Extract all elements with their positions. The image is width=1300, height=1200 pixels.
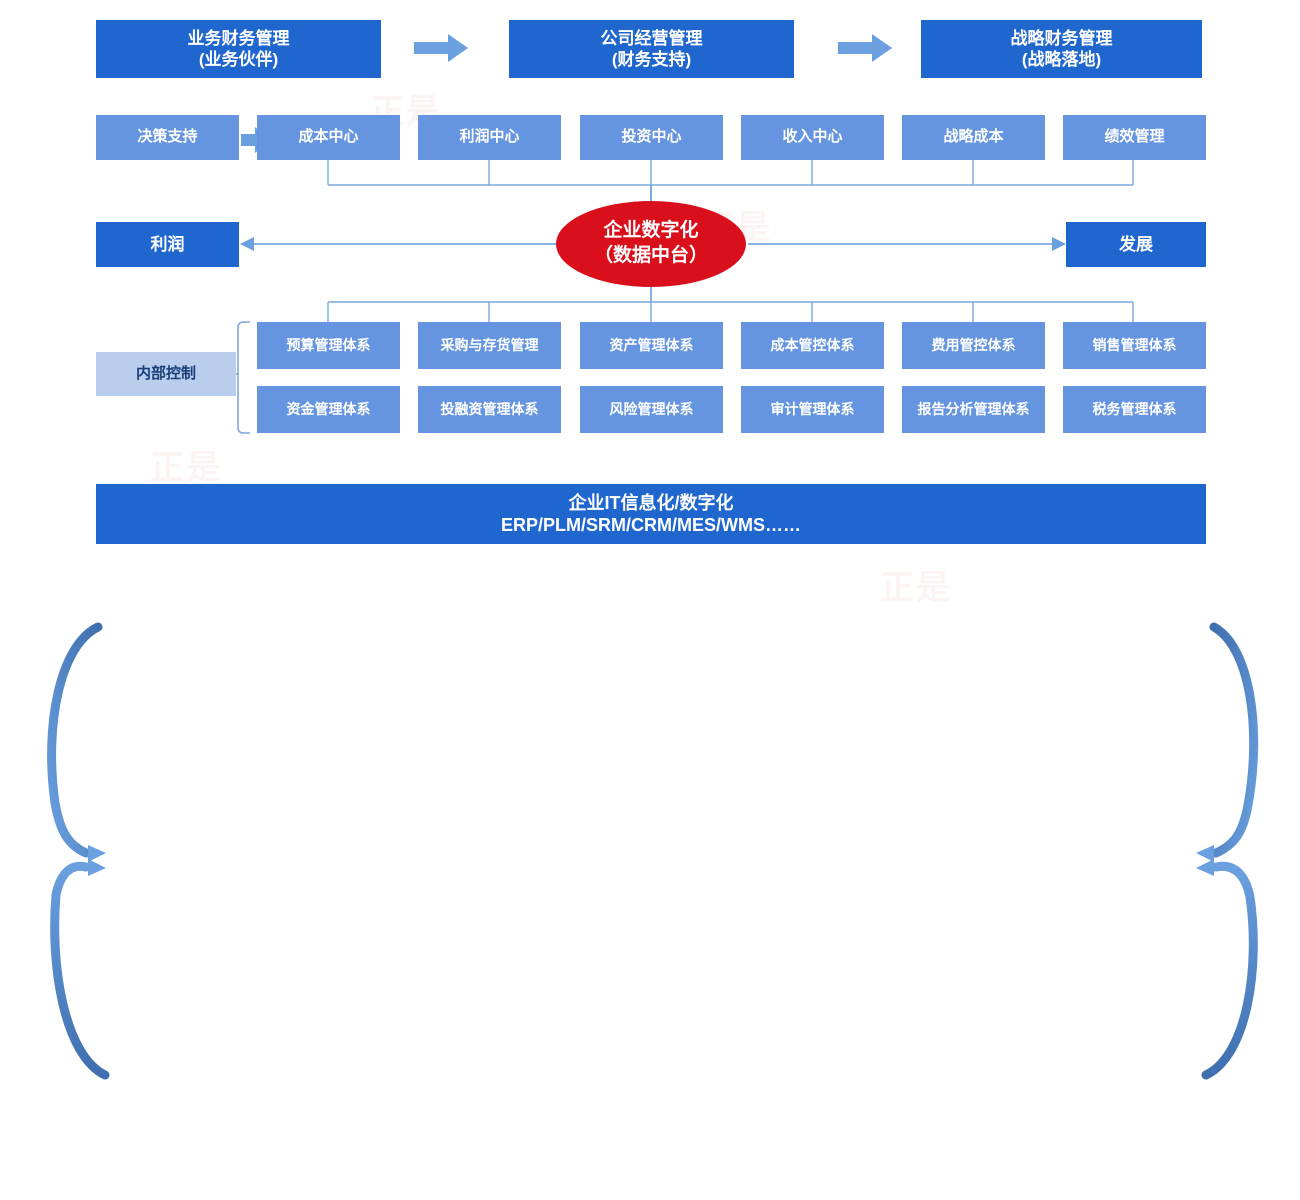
system-label: 销售管理体系 [1092, 336, 1177, 353]
center-box-profit-center[interactable]: 利润中心 [418, 115, 561, 160]
system-label: 税务管理体系 [1092, 400, 1177, 417]
center-box-label: 利润中心 [459, 128, 520, 146]
top-box-line1: 业务财务管理 [187, 28, 290, 48]
system-box-sales[interactable]: 销售管理体系 [1063, 322, 1206, 369]
center-box-performance-management[interactable]: 绩效管理 [1063, 115, 1206, 160]
diagram-canvas: 正是 正是 正是 正是 [47, 20, 1259, 1080]
outcome-label: 发展 [1119, 234, 1153, 254]
center-box-cost-center[interactable]: 成本中心 [257, 115, 400, 160]
center-box-label: 决策支持 [137, 128, 198, 146]
hub-line1: 企业数字化 [603, 220, 699, 242]
arrow-left-icon [240, 237, 557, 251]
system-box-cost-control[interactable]: 成本管控体系 [741, 322, 884, 369]
arrow-right-icon [241, 127, 271, 153]
center-box-revenue-center[interactable]: 收入中心 [741, 115, 884, 160]
top-box-line1: 公司经营管理 [600, 28, 703, 48]
side-brace-arcs [47, 622, 1259, 1080]
arrow-right-icon [838, 34, 892, 62]
system-box-budget[interactable]: 预算管理体系 [257, 322, 400, 369]
left-upper-brace-icon [47, 622, 106, 862]
system-box-expense-control[interactable]: 费用管控体系 [902, 322, 1045, 369]
system-box-procurement-inventory[interactable]: 采购与存货管理 [418, 322, 561, 369]
center-box-label: 战略成本 [943, 128, 1004, 146]
footer-banner[interactable]: 企业IT信息化/数字化 ERP/PLM/SRM/CRM/MES/WMS…… [96, 484, 1206, 544]
system-label: 预算管理体系 [286, 336, 371, 353]
center-box-decision-support[interactable]: 决策支持 [96, 115, 239, 160]
footer-line2: ERP/PLM/SRM/CRM/MES/WMS…… [501, 515, 801, 535]
system-label: 费用管控体系 [931, 336, 1016, 353]
system-box-funds[interactable]: 资金管理体系 [257, 386, 400, 433]
center-box-strategic-cost[interactable]: 战略成本 [902, 115, 1045, 160]
outcome-box-profit[interactable]: 利润 [96, 222, 239, 267]
system-label: 资金管理体系 [286, 400, 371, 417]
system-label: 成本管控体系 [770, 336, 855, 353]
system-box-tax[interactable]: 税务管理体系 [1063, 386, 1206, 433]
center-box-label: 成本中心 [298, 128, 359, 146]
system-box-asset[interactable]: 资产管理体系 [580, 322, 723, 369]
center-box-label: 收入中心 [782, 128, 843, 146]
top-box-text: 战略财务管理 (战略落地) [1011, 28, 1113, 71]
hub-text: 企业数字化 （数据中台） [594, 219, 708, 268]
arrow-right-icon [414, 34, 468, 62]
internal-control-label: 内部控制 [135, 364, 196, 382]
system-label: 报告分析管理体系 [917, 400, 1030, 417]
system-label: 采购与存货管理 [440, 336, 539, 353]
top-box-line2: (业务伙伴) [198, 50, 279, 69]
system-label: 风险管理体系 [609, 400, 694, 417]
system-label: 资产管理体系 [609, 336, 694, 353]
hub-line2: （数据中台） [593, 245, 708, 266]
footer-line1: 企业IT信息化/数字化 [568, 492, 734, 513]
top-box-line2: (财务支持) [611, 50, 692, 69]
system-box-risk[interactable]: 风险管理体系 [580, 386, 723, 433]
footer-text: 企业IT信息化/数字化 ERP/PLM/SRM/CRM/MES/WMS…… [501, 492, 801, 537]
top-box-line1: 战略财务管理 [1010, 28, 1113, 48]
top-box-line2: (战略落地) [1021, 50, 1102, 69]
center-box-label: 投资中心 [621, 128, 682, 146]
system-box-investment-financing[interactable]: 投融资管理体系 [418, 386, 561, 433]
outcome-label: 利润 [150, 234, 185, 254]
outcome-box-development[interactable]: 发展 [1066, 222, 1206, 267]
top-box-text: 公司经营管理 (财务支持) [601, 28, 703, 71]
system-box-reporting-analysis[interactable]: 报告分析管理体系 [902, 386, 1045, 433]
top-box-strategic-finance[interactable]: 战略财务管理 (战略落地) [921, 20, 1202, 78]
hub-enterprise-digitalization[interactable]: 企业数字化 （数据中台） [556, 201, 746, 287]
center-box-investment-center[interactable]: 投资中心 [580, 115, 723, 160]
right-lower-brace-icon [1196, 859, 1258, 1080]
right-upper-brace-icon [1196, 622, 1259, 862]
center-box-label: 绩效管理 [1104, 128, 1165, 146]
internal-control-box[interactable]: 内部控制 [96, 352, 236, 396]
left-lower-brace-icon [50, 859, 110, 1080]
top-box-corporate-operations[interactable]: 公司经营管理 (财务支持) [509, 20, 794, 78]
top-box-business-finance[interactable]: 业务财务管理 (业务伙伴) [96, 20, 381, 78]
top-box-text: 业务财务管理 (业务伙伴) [188, 28, 290, 71]
arrow-right-icon [748, 237, 1066, 251]
system-label: 投融资管理体系 [440, 400, 539, 417]
system-box-audit[interactable]: 审计管理体系 [741, 386, 884, 433]
system-label: 审计管理体系 [770, 400, 855, 417]
